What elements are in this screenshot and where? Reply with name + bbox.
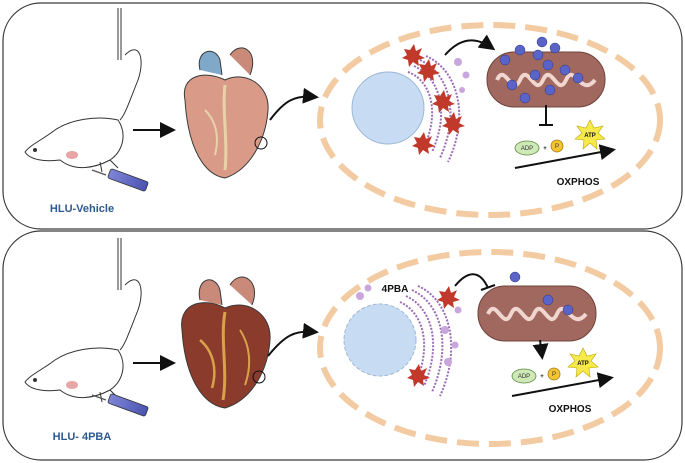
p-label: P xyxy=(552,372,556,378)
panel-frame xyxy=(2,2,683,230)
drug-label: 4PBA xyxy=(382,284,409,295)
panel-frame xyxy=(2,230,683,461)
adp-icon xyxy=(514,140,540,156)
panel-label: HLU-Vehicle xyxy=(50,203,114,215)
oxphos-arrow xyxy=(511,372,614,397)
p-label: P xyxy=(555,144,559,150)
arrow-heart-to-cell xyxy=(269,87,319,121)
nucleus xyxy=(343,303,417,377)
oxphos-label: OXPHOS xyxy=(549,404,592,415)
endoplasmic-reticulum xyxy=(399,285,453,397)
arrow-er-to-mito xyxy=(444,34,496,56)
ros-molecules xyxy=(509,271,574,316)
panel-vehicle: HLU-Vehicle xyxy=(2,2,683,230)
atp-synthesis: ADP + P ATP OXPHOS xyxy=(514,119,616,188)
inhibition-arc xyxy=(454,273,489,289)
cell-membrane xyxy=(317,249,663,447)
oxphos-arrow xyxy=(514,144,616,169)
panel-label: HLU- 4PBA xyxy=(53,431,112,443)
phosphate-icon xyxy=(550,139,564,153)
syringe-icon xyxy=(91,393,149,417)
rat-illustration xyxy=(24,238,142,403)
ros-bursts xyxy=(407,286,460,387)
heart-icon xyxy=(181,276,271,409)
adp-icon xyxy=(511,368,537,384)
cell-membrane xyxy=(317,22,663,218)
plus-sign: + xyxy=(543,146,547,152)
mito-to-atp-arrow xyxy=(532,339,549,360)
atp-label: ATP xyxy=(584,133,596,139)
atp-burst xyxy=(567,347,599,378)
adp-label: ADP xyxy=(518,374,530,380)
plus-sign: + xyxy=(540,374,544,380)
phosphate-icon xyxy=(547,367,561,381)
adp-label: ADP xyxy=(521,146,533,152)
atp-burst xyxy=(574,119,606,150)
er-vesicles xyxy=(454,58,470,93)
inhibition-bar xyxy=(480,284,496,291)
oxphos-label: OXPHOS xyxy=(557,177,600,188)
heart-icon xyxy=(183,47,269,179)
syringe-icon xyxy=(91,168,149,192)
panel-4pba: HLU- 4PBA 4PB xyxy=(2,230,683,461)
ros-bursts xyxy=(402,44,465,155)
rat-illustration xyxy=(24,8,142,173)
arrow-heart-to-cell xyxy=(267,322,319,357)
mitochondrion xyxy=(477,285,597,342)
atp-synthesis: ADP + P ATP OXPHOS xyxy=(511,347,614,415)
er-vesicles xyxy=(356,284,462,366)
nucleus xyxy=(351,71,425,145)
atp-label: ATP xyxy=(577,361,589,367)
ros-molecules xyxy=(499,36,584,104)
